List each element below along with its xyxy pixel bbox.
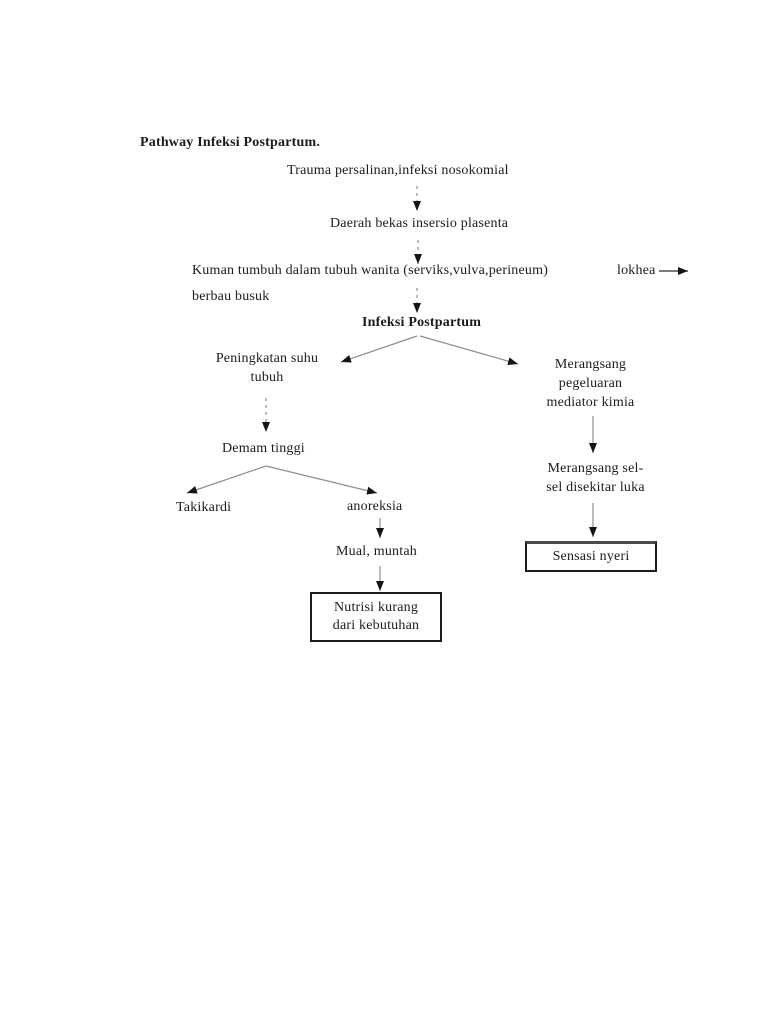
node-trauma-persalinan: Trauma persalinan,infeksi nosokomial <box>287 163 509 178</box>
outcome-box-nutrisi: Nutrisi kurang dari kebutuhan <box>310 592 442 642</box>
node-line: Merangsang sel- <box>547 461 644 476</box>
node-line: pegeluaran <box>558 376 623 391</box>
node-line: Merangsang <box>554 357 627 372</box>
node-line: Sensasi nyeri <box>552 549 630 564</box>
node-line: mediator kimia <box>546 395 635 410</box>
node-line: dari kebutuhan <box>332 618 420 633</box>
arrow-infeksi-to-merangsang-icon <box>419 335 519 366</box>
node-infeksi-postpartum: Infeksi Postpartum <box>362 315 482 330</box>
node-kuman-tumbuh: Kuman tumbuh dalam tubuh wanita (serviks… <box>192 263 549 278</box>
node-mual-muntah: Mual, muntah <box>336 544 417 559</box>
page-title: Pathway Infeksi Postpartum. <box>140 135 321 150</box>
node-demam-tinggi: Demam tinggi <box>222 441 305 456</box>
arrow-demam-to-anoreksia-icon <box>265 465 378 495</box>
node-merangsang-mediator: Merangsang pegeluaran mediator kimia <box>533 355 648 412</box>
node-anoreksia: anoreksia <box>347 499 403 514</box>
node-line: tubuh <box>250 370 284 385</box>
arrow-infeksi-to-peningkatan-icon <box>340 335 418 363</box>
node-line: Nutrisi kurang <box>333 600 419 615</box>
node-line: Peningkatan suhu <box>215 351 319 366</box>
outcome-box-sensasi: Sensasi nyeri <box>525 541 657 572</box>
node-berbau-busuk: berbau busuk <box>192 289 270 304</box>
node-peningkatan-suhu: Peningkatan suhu tubuh <box>207 349 327 387</box>
node-merangsang-sel: Merangsang sel- sel disekitar luka <box>533 459 658 497</box>
outcome-box-text: Nutrisi kurang dari kebutuhan <box>333 599 419 635</box>
node-daerah-insersio: Daerah bekas insersio plasenta <box>330 216 509 231</box>
node-takikardi: Takikardi <box>176 500 232 515</box>
node-line: sel disekitar luka <box>546 480 645 495</box>
arrow-demam-to-takikardi-icon <box>186 465 267 494</box>
node-lokhea: lokhea <box>617 263 656 278</box>
